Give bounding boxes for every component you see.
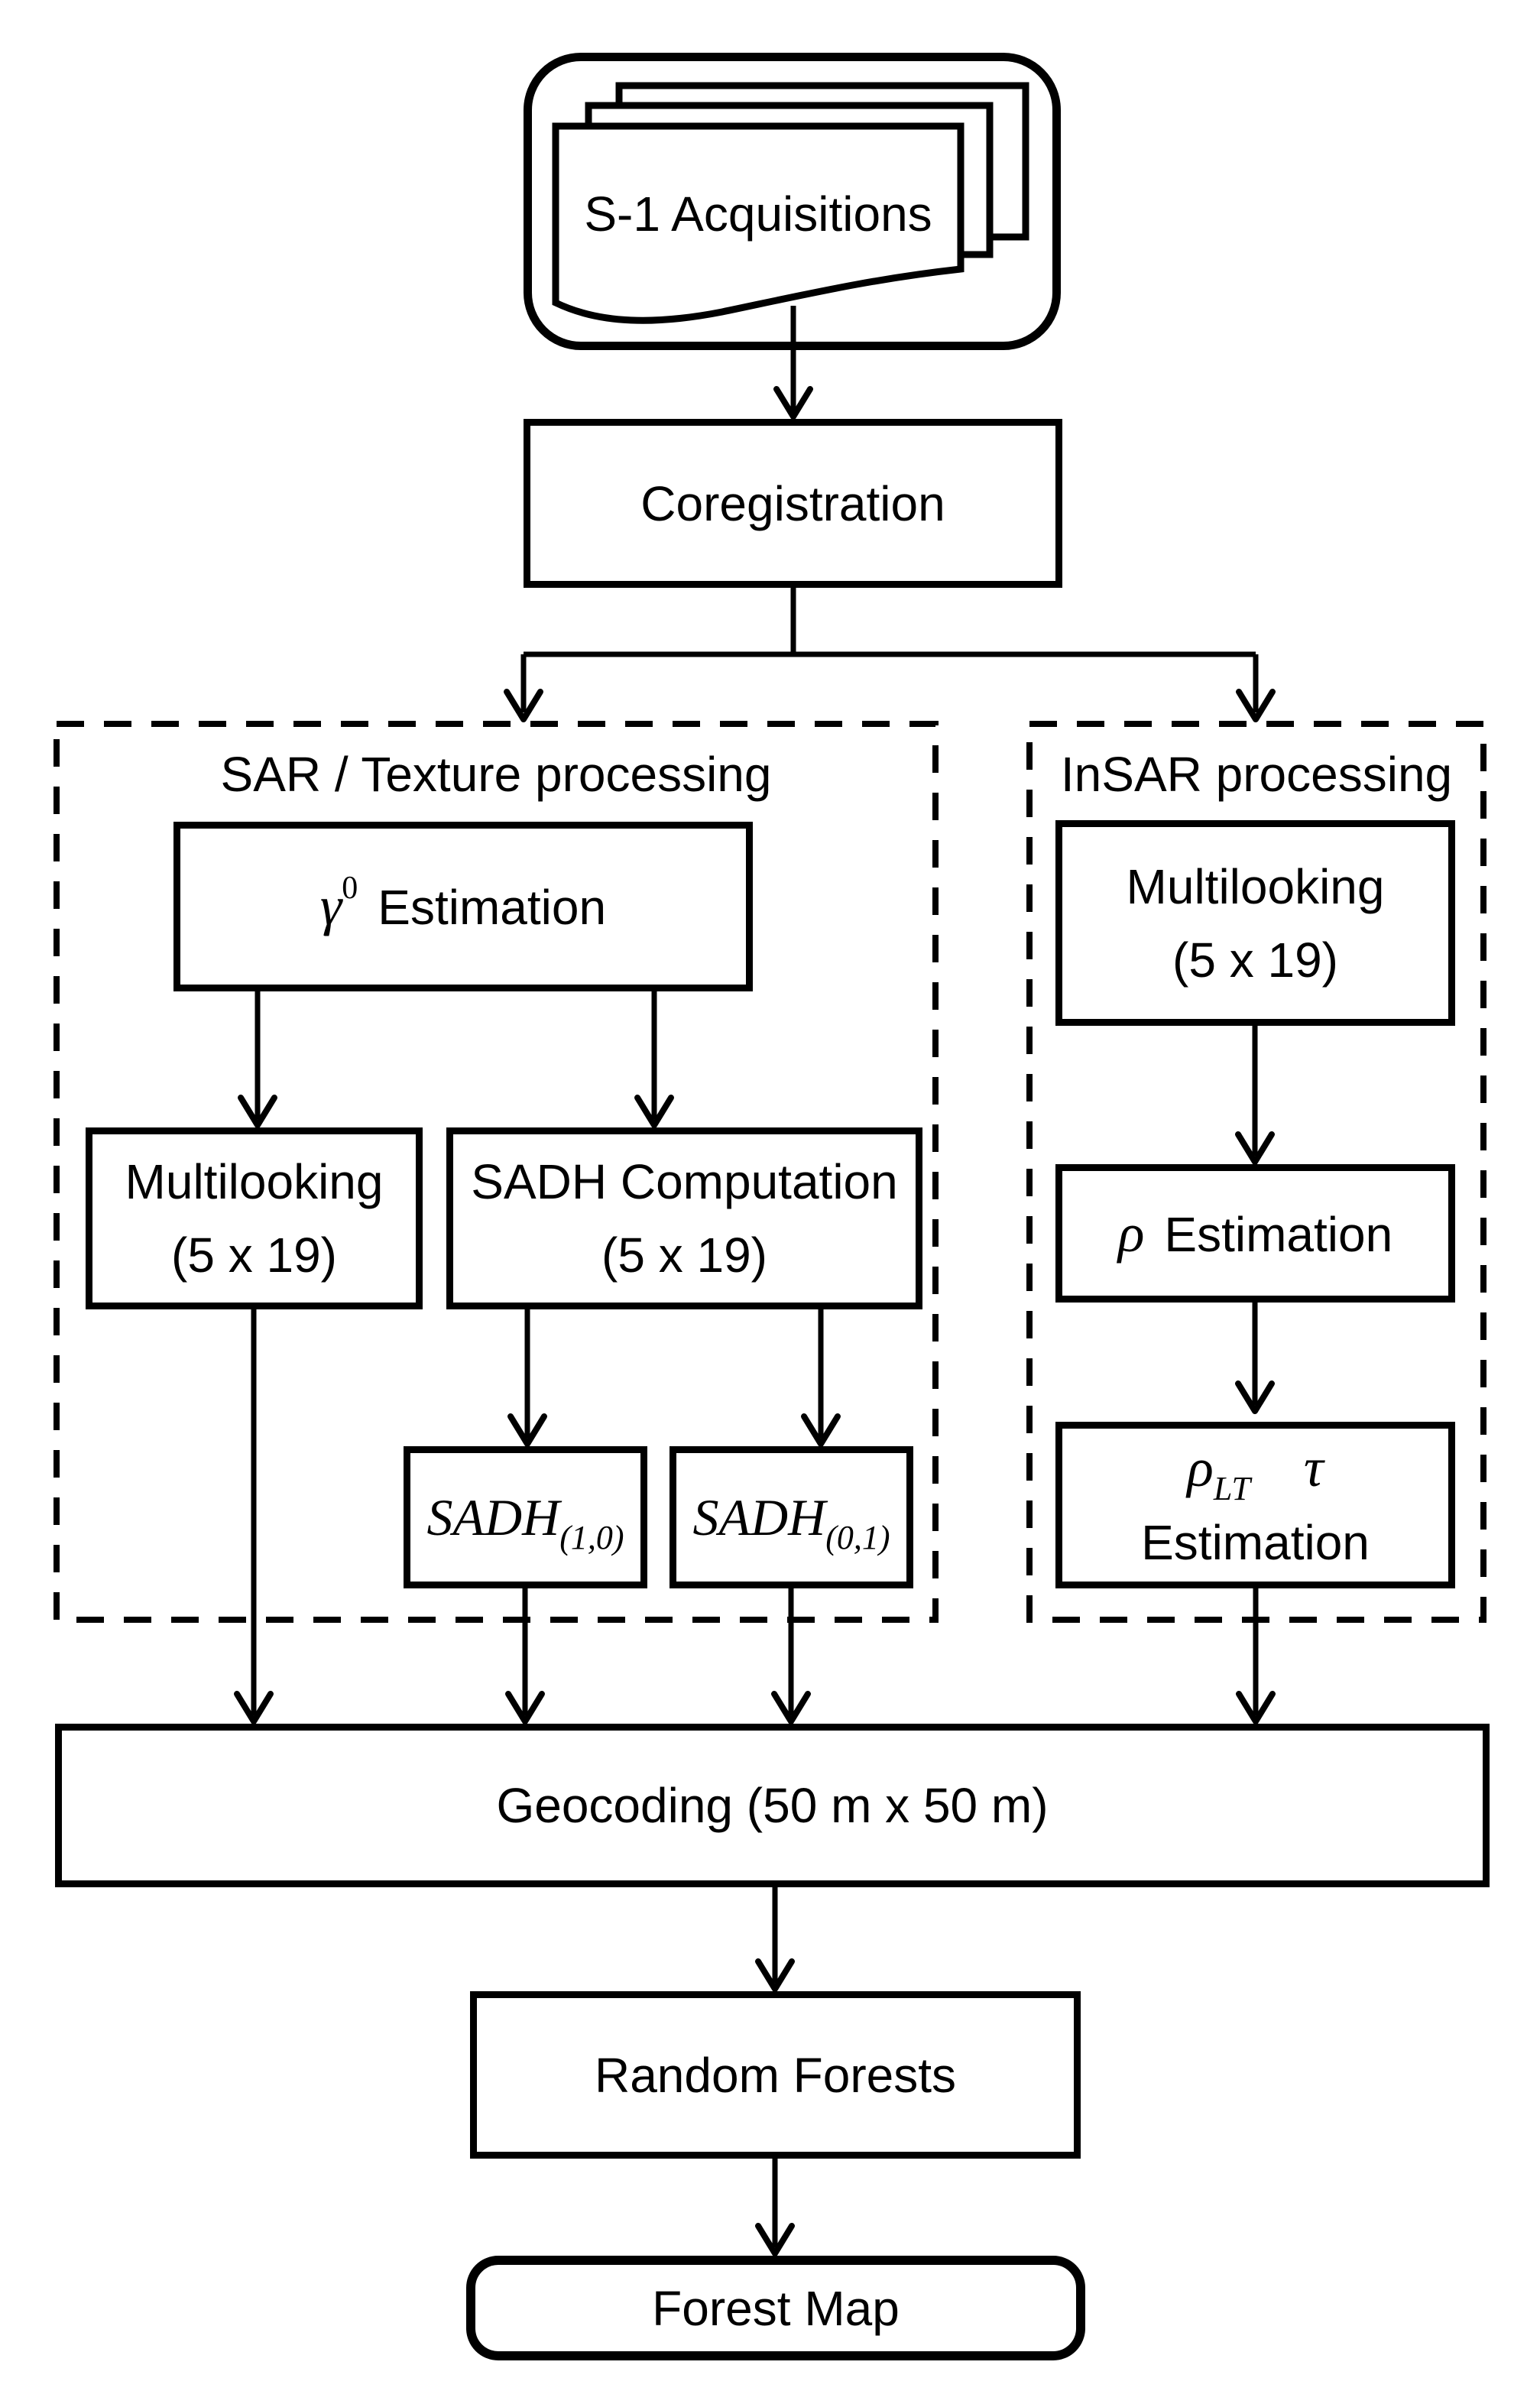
s1-acquisitions-text: S-1 Acquisitions	[584, 187, 932, 242]
arrowhead-sadh10	[507, 1413, 547, 1447]
multilooking-sar-detail: (5 x 19)	[171, 1228, 337, 1283]
node-sadh-computation: SADH Computation (5 x 19)	[446, 1127, 922, 1309]
sadh-1-0-base: SADH	[426, 1487, 560, 1546]
arrowhead-rholt-estimation	[1235, 1380, 1275, 1414]
arrowhead-geocoding-4	[1236, 1691, 1276, 1724]
connectors	[251, 306, 1259, 2247]
connector-coregistration-split	[520, 587, 1259, 712]
multilooking-sar-title: Multilooking	[125, 1154, 384, 1209]
node-coregistration: Coregistration	[524, 419, 1062, 588]
arrowhead-geocoding-3	[771, 1691, 811, 1724]
rho-estimation-text: ρ Estimation	[1118, 1196, 1392, 1271]
node-forest-map: Forest Map	[466, 2256, 1085, 2360]
node-sadh-0-1: SADH(0,1)	[669, 1446, 913, 1588]
rho-estimation-label: Estimation	[1164, 1206, 1393, 1262]
arrowhead-coregistration	[773, 386, 813, 420]
insar-group-text: InSAR processing	[1060, 747, 1453, 802]
arrowhead-sar-group	[504, 689, 543, 722]
arrowhead-random-forests	[755, 1958, 795, 1992]
arrowhead-geocoding-1	[234, 1691, 274, 1724]
random-forests-text: Random Forests	[594, 2047, 957, 2103]
arrowhead-forest-map	[755, 2223, 795, 2256]
geocoding-text: Geocoding (50 m x 50 m)	[496, 1778, 1049, 1833]
multilooking-insar-detail: (5 x 19)	[1172, 932, 1338, 988]
document-stack-icon	[552, 82, 1029, 324]
rho-lt-symbol: ρ	[1187, 1437, 1214, 1498]
coregistration-text: Coregistration	[640, 475, 945, 531]
node-gamma-estimation: γ0 Estimation	[173, 822, 753, 991]
arrowhead-sadh-computation	[634, 1095, 674, 1128]
node-rho-estimation: ρ Estimation	[1055, 1164, 1455, 1303]
arrowheads	[234, 386, 1276, 2256]
sadh-computation-detail: (5 x 19)	[601, 1228, 767, 1283]
sadh-0-1-subscript: (0,1)	[825, 1518, 890, 1556]
gamma-estimation-text: γ0 Estimation	[320, 869, 606, 944]
arrowhead-multilooking-sar	[238, 1095, 277, 1128]
node-s1-acquisitions	[524, 53, 1061, 350]
sadh-computation-title: SADH Computation	[471, 1154, 898, 1209]
gamma-superscript: 0	[342, 871, 358, 906]
s1-acquisitions-label: S-1 Acquisitions	[556, 126, 961, 302]
sar-texture-group-label: SAR / Texture processing	[221, 746, 772, 803]
arrowhead-sadh01	[801, 1413, 841, 1447]
rho-symbol: ρ	[1117, 1202, 1145, 1264]
arrowhead-insar-group	[1236, 689, 1276, 722]
rho-lt-tau-symbols: ρLT τ	[1187, 1431, 1323, 1506]
node-sadh-1-0: SADH(1,0)	[404, 1446, 647, 1588]
sadh-0-1-base: SADH	[692, 1487, 826, 1546]
multilooking-insar-title: Multilooking	[1126, 858, 1385, 914]
gamma-estimation-label: Estimation	[378, 880, 607, 935]
sar-texture-group-text: SAR / Texture processing	[220, 747, 772, 802]
arrowhead-rho-estimation	[1235, 1131, 1275, 1165]
node-geocoding: Geocoding (50 m x 50 m)	[55, 1724, 1490, 1887]
rho-lt-tau-label: Estimation	[1141, 1515, 1370, 1570]
tau-symbol: τ	[1303, 1437, 1324, 1498]
arrowhead-geocoding-2	[505, 1691, 545, 1724]
sadh-0-1-text: SADH(0,1)	[692, 1481, 890, 1555]
sadh-1-0-subscript: (1,0)	[559, 1518, 624, 1556]
forest-map-text: Forest Map	[652, 2280, 900, 2336]
sadh-1-0-text: SADH(1,0)	[426, 1481, 624, 1555]
node-random-forests: Random Forests	[470, 1991, 1081, 2159]
insar-group-label: InSAR processing	[1061, 746, 1452, 803]
node-multilooking-sar: Multilooking (5 x 19)	[86, 1127, 423, 1309]
rho-lt-subscript: LT	[1213, 1470, 1250, 1507]
sar-texture-group-frame	[53, 721, 939, 1623]
document-page-front	[552, 122, 965, 324]
gamma-symbol: γ	[319, 875, 342, 936]
node-multilooking-insar: Multilooking (5 x 19)	[1055, 820, 1455, 1026]
node-rho-lt-tau-estimation: ρLT τ Estimation	[1055, 1422, 1455, 1588]
